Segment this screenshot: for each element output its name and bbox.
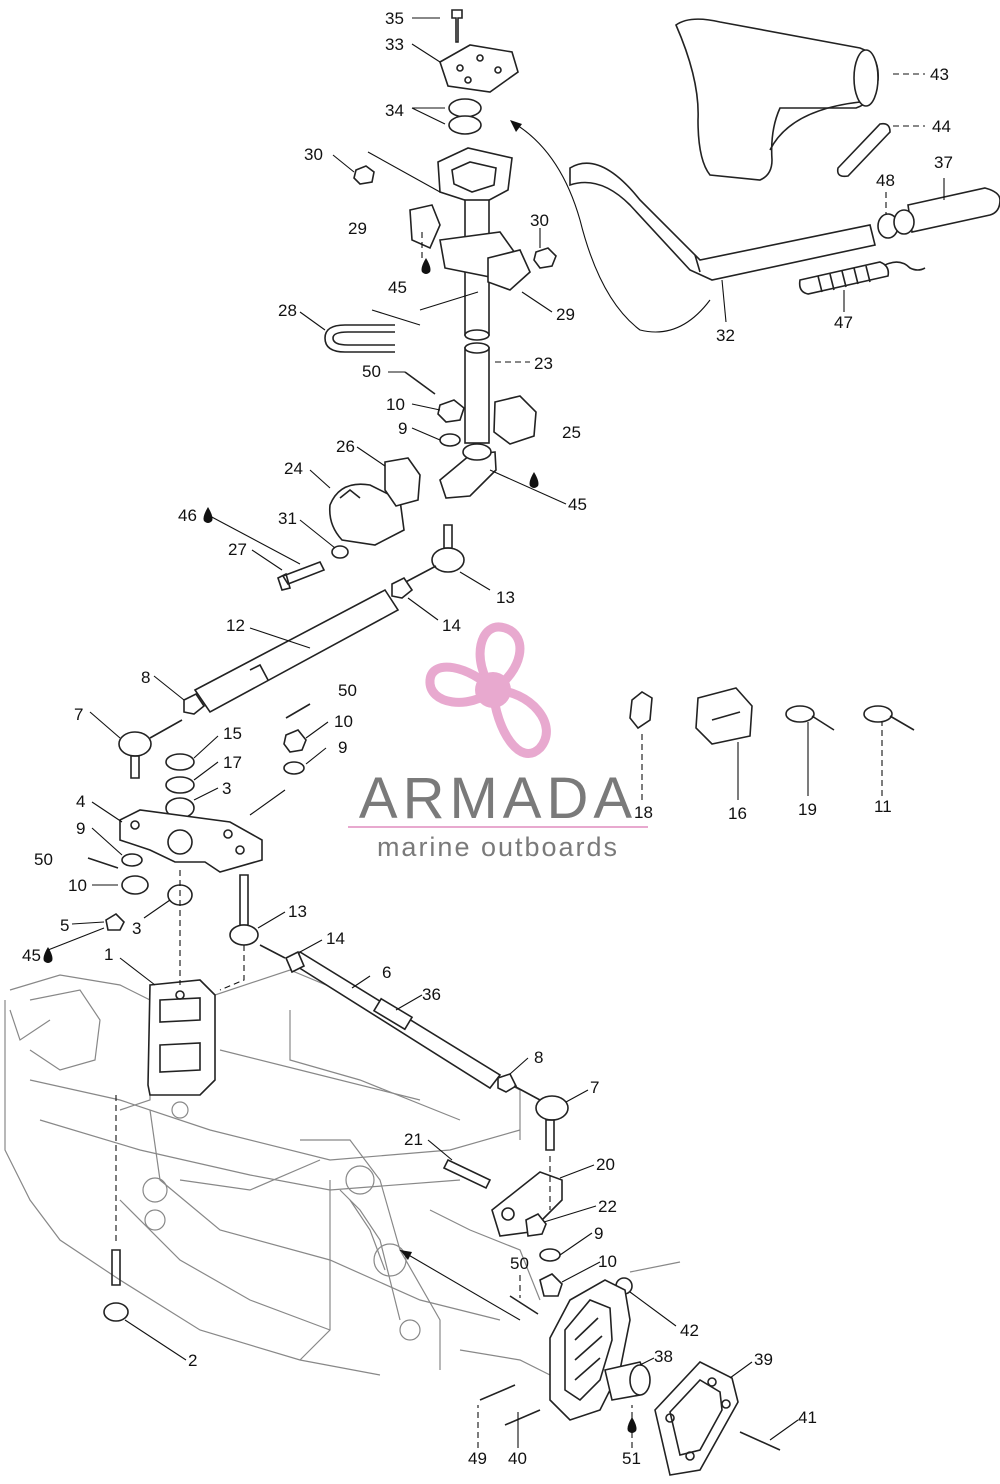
- leader-lines: [47, 17, 945, 1448]
- callout-label: 35: [385, 9, 404, 28]
- callout-label: 29: [348, 219, 367, 238]
- callout-label: 28: [278, 301, 297, 320]
- propeller-hub: [475, 672, 511, 708]
- tie-rod-upper: [118, 524, 465, 779]
- armada-logo: ARMADA marine outboards: [348, 622, 648, 862]
- callout-label: 5: [60, 916, 69, 935]
- callout-label: 44: [932, 117, 951, 136]
- callout-label: 30: [304, 145, 323, 164]
- middle-column: [207, 342, 537, 591]
- propeller-blade: [425, 662, 500, 707]
- callout-label: 45: [568, 495, 587, 514]
- callout-label: 50: [34, 850, 53, 869]
- callout-label: 14: [326, 929, 345, 948]
- callout-label: 24: [284, 459, 303, 478]
- callout-label: 9: [338, 738, 347, 757]
- callout-label: 48: [876, 171, 895, 190]
- callout-label: 9: [398, 419, 407, 438]
- callout-label: 6: [382, 963, 391, 982]
- callout-label: 30: [530, 211, 549, 230]
- callout-label: 42: [680, 1321, 699, 1340]
- callout-label: 10: [68, 876, 87, 895]
- callout-label: 34: [385, 101, 404, 120]
- lower-arm: [442, 1158, 781, 1476]
- oil-drop-icon: [529, 472, 539, 488]
- callout-label: 2: [188, 1351, 197, 1370]
- callout-label: 43: [930, 65, 949, 84]
- propeller-blade: [488, 685, 551, 758]
- logo-tagline: marine outboards: [377, 832, 619, 862]
- callout-label: 8: [534, 1048, 543, 1067]
- callout-label: 16: [728, 804, 747, 823]
- propeller-blade: [475, 622, 525, 696]
- callout-label: 10: [334, 712, 353, 731]
- callout-label: 47: [834, 313, 853, 332]
- callout-label: 50: [510, 1254, 529, 1273]
- callout-label: 40: [508, 1449, 527, 1468]
- oil-drop-icon: [421, 258, 431, 274]
- logo-wordmark: ARMADA: [359, 766, 637, 831]
- callout-label: 32: [716, 326, 735, 345]
- callout-label: 17: [223, 753, 242, 772]
- callout-label: 10: [386, 395, 405, 414]
- loose-parts: [629, 687, 915, 745]
- callout-label: 21: [404, 1130, 423, 1149]
- callout-label: 51: [622, 1449, 641, 1468]
- pivot-arm: [87, 703, 311, 946]
- callout-label: 13: [496, 588, 515, 607]
- logo-rule: [348, 826, 648, 828]
- callout-label: 50: [362, 362, 381, 381]
- callout-label: 9: [594, 1224, 603, 1243]
- callout-label: 9: [76, 819, 85, 838]
- callout-label: 36: [422, 985, 441, 1004]
- callout-label: 31: [278, 509, 297, 528]
- callout-label: 38: [654, 1347, 673, 1366]
- callout-label: 3: [222, 779, 231, 798]
- oil-drop-icon: [43, 947, 53, 963]
- callout-label: 45: [22, 946, 41, 965]
- callout-label: 20: [596, 1155, 615, 1174]
- callout-label: 4: [76, 792, 85, 811]
- callout-label: 18: [634, 803, 653, 822]
- callout-label: 22: [598, 1197, 617, 1216]
- callout-label: 23: [534, 354, 553, 373]
- tie-rod-lower: [259, 944, 569, 1151]
- callout-label: 33: [385, 35, 404, 54]
- callout-label: 10: [598, 1252, 617, 1271]
- tiller-handle: [510, 18, 1000, 333]
- callout-label: 7: [590, 1078, 599, 1097]
- callout-label: 41: [798, 1408, 817, 1427]
- callout-label: 15: [223, 724, 242, 743]
- callout-label: 49: [468, 1449, 487, 1468]
- callout-labels: 35 33 34 30 29 30 45 29 28 23 50 10 9 25…: [22, 9, 953, 1468]
- callout-label: 14: [442, 616, 461, 635]
- callout-label: 46: [178, 506, 197, 525]
- callout-label: 25: [562, 423, 581, 442]
- engine-frame: [4, 969, 561, 1381]
- engine-bracket: [103, 979, 216, 1322]
- callout-label: 8: [141, 668, 150, 687]
- callout-label: 12: [226, 616, 245, 635]
- callout-label: 29: [556, 305, 575, 324]
- oil-drop-icon: [203, 507, 213, 523]
- callout-label: 37: [934, 153, 953, 172]
- callout-label: 3: [132, 919, 141, 938]
- callout-label: 19: [798, 800, 817, 819]
- callout-label: 26: [336, 437, 355, 456]
- callout-label: 39: [754, 1350, 773, 1369]
- callout-label: 1: [104, 945, 113, 964]
- propeller-icon: [425, 622, 551, 758]
- callout-label: 11: [874, 797, 892, 816]
- lubricant-drop-icons: [43, 258, 637, 1433]
- callout-label: 50: [338, 681, 357, 700]
- callout-label: 13: [288, 902, 307, 921]
- callout-label: 27: [228, 540, 247, 559]
- oil-drop-icon: [627, 1417, 637, 1433]
- callout-label: 7: [74, 705, 83, 724]
- steering-column: [324, 9, 557, 353]
- callout-label: 45: [388, 278, 407, 297]
